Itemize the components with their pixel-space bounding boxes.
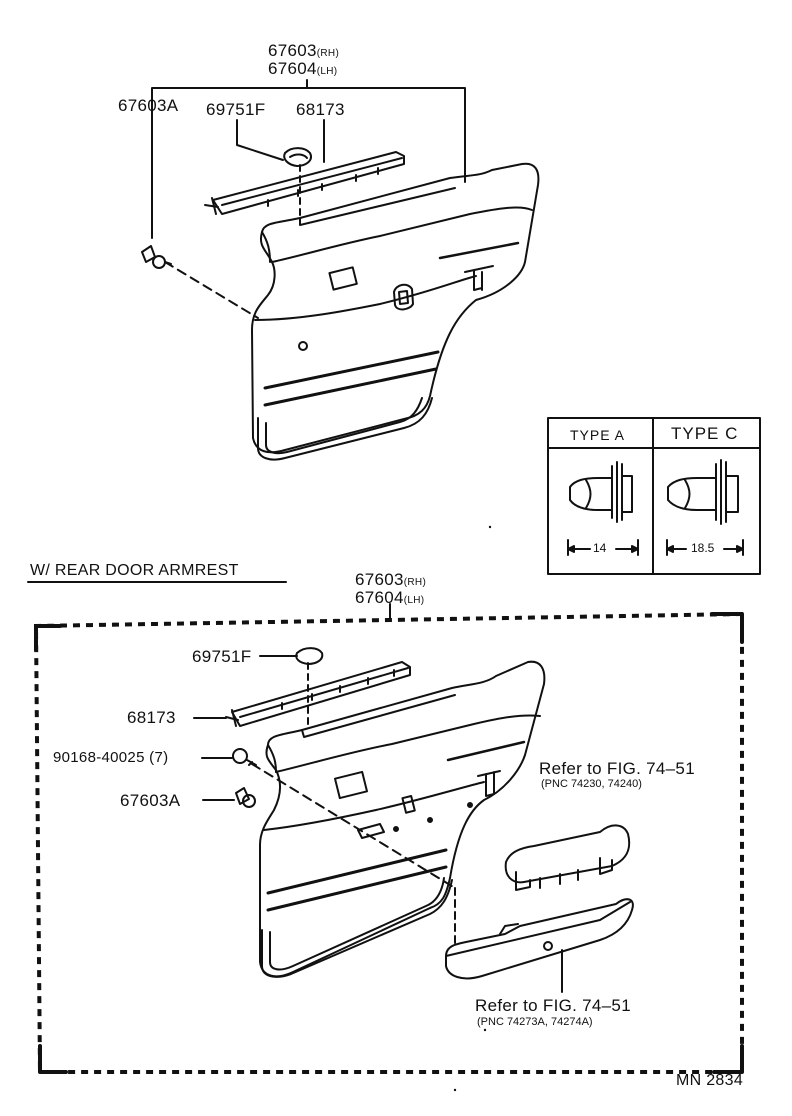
upper-clip-67603a xyxy=(141,245,172,269)
lower-screw-90168 xyxy=(232,748,257,766)
lower-armrest-lower-part xyxy=(445,898,634,980)
lower-weatherstrip-68173 xyxy=(225,661,411,727)
type-c-title: TYPE C xyxy=(671,424,739,443)
lower-rh-suffix: (RH) xyxy=(403,577,427,588)
upper-cover-label: 69751F xyxy=(206,100,266,119)
ref-upper-pnc: (PNC 74230, 74240) xyxy=(541,778,642,790)
type-c-clip-drawing xyxy=(666,459,744,556)
type-a-title: TYPE A xyxy=(570,427,626,443)
upper-pnc-lh-number: 67604 xyxy=(268,59,317,78)
lower-dashed-frame xyxy=(34,612,744,1074)
upper-pnc-rh: 67603(RH) xyxy=(268,42,339,63)
upper-pnc-rh-number: 67603 xyxy=(268,41,317,60)
lower-armrest-upper-part xyxy=(504,824,631,891)
upper-weatherstrip-68173 xyxy=(204,151,405,215)
upper-lh-suffix: (LH) xyxy=(316,66,338,77)
lower-pnc-lh-number: 67604 xyxy=(355,588,404,607)
upper-weatherstrip-label: 68173 xyxy=(296,100,345,119)
lower-pnc-rh-number: 67603 xyxy=(355,570,404,589)
upper-cover-69751f xyxy=(283,147,312,167)
lower-pnc-rh: 67603(RH) xyxy=(355,571,426,592)
upper-clip-label: 67603A xyxy=(118,96,179,115)
upper-pnc-lh: 67604(LH) xyxy=(268,60,337,81)
lower-door-trim-panel xyxy=(259,660,546,978)
type-c-dimension: 18.5 xyxy=(690,541,716,555)
lower-clip-67603a xyxy=(235,787,256,808)
lower-cover-69751f xyxy=(295,647,324,665)
ref-lower-text: Refer to FIG. 74–51 xyxy=(475,996,631,1015)
lower-pnc-lh: 67604(LH) xyxy=(355,589,424,610)
lower-screw-label: 90168-40025 (7) xyxy=(53,749,169,766)
lower-clip-label: 67603A xyxy=(120,791,181,810)
type-a-dimension: 14 xyxy=(592,541,608,555)
section-title: W/ REAR DOOR ARMREST xyxy=(30,562,239,579)
ref-upper-text: Refer to FIG. 74–51 xyxy=(539,759,695,778)
upper-rh-suffix: (RH) xyxy=(316,48,340,59)
lower-cover-label: 69751F xyxy=(192,647,252,666)
upper-door-trim-panel xyxy=(251,162,540,461)
lower-weatherstrip-label: 68173 xyxy=(127,708,176,727)
type-a-clip-drawing xyxy=(567,461,639,556)
ref-lower-pnc: (PNC 74273A, 74274A) xyxy=(477,1016,593,1028)
lower-leader-lines xyxy=(193,603,563,993)
lower-lh-suffix: (LH) xyxy=(403,595,425,606)
clip-type-table xyxy=(547,417,761,575)
figure-code: MN 2834 xyxy=(676,1072,744,1089)
